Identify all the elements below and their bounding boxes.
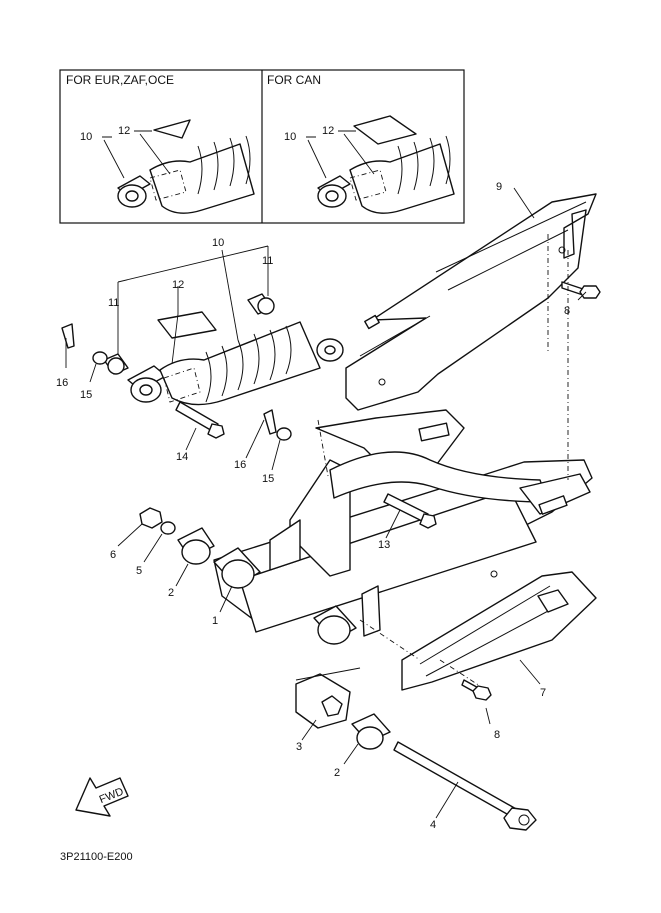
rear-shock <box>127 311 344 406</box>
inset-panels: FOR EUR,ZAF,OCE FOR CAN 10 12 10 12 <box>59 69 465 224</box>
callout-11-right: 11 <box>262 255 273 267</box>
callout-4: 4 <box>430 819 436 831</box>
inset-can-label-10: 10 <box>284 131 296 143</box>
bolt-upper <box>561 281 601 299</box>
collar-left <box>103 353 129 375</box>
swingarm <box>213 409 593 637</box>
inset-eur-shock: 10 12 <box>80 119 255 214</box>
callout-3: 3 <box>296 741 302 753</box>
callout-6: 6 <box>110 549 116 561</box>
pivot-shaft <box>393 741 537 831</box>
cotter-pin-left <box>61 323 75 349</box>
inset-can-label-12: 12 <box>322 125 334 137</box>
collar-right <box>247 293 275 315</box>
link-bolt-head <box>419 513 437 529</box>
callout-2-lower: 2 <box>334 767 340 779</box>
callout-9: 9 <box>496 181 502 193</box>
callout-2-upper: 2 <box>168 587 174 599</box>
callout-15-right: 15 <box>262 473 274 485</box>
inset-eur-label-10: 10 <box>80 131 92 143</box>
callout-numbers: 1 2 2 3 4 5 6 7 8 8 9 10 11 11 12 13 14 … <box>56 181 570 831</box>
pivot-collar-left <box>213 547 261 589</box>
callout-16-left: 16 <box>56 377 68 389</box>
bushing-upper <box>177 527 215 565</box>
callout-1: 1 <box>212 615 218 627</box>
leader-lines <box>65 187 587 819</box>
callout-10: 10 <box>212 237 224 249</box>
washer-left <box>92 351 108 365</box>
shock-bolt-head <box>207 423 225 439</box>
callout-7: 7 <box>540 687 546 699</box>
callout-8-lower: 8 <box>494 729 500 741</box>
callout-13: 13 <box>378 539 390 551</box>
nut <box>139 507 163 529</box>
inset-can-shock: 10 12 <box>284 115 455 214</box>
inset-title-eur: FOR EUR,ZAF,OCE <box>66 73 174 87</box>
inset-eur-label-12: 12 <box>118 125 130 137</box>
alignment-lines <box>317 234 569 687</box>
inset-title-can: FOR CAN <box>267 73 321 87</box>
chain-guard <box>345 193 597 411</box>
callout-5: 5 <box>136 565 142 577</box>
callout-12: 12 <box>172 279 184 291</box>
pivot-collar-right <box>313 605 357 645</box>
cotter-pin-right <box>263 409 277 435</box>
callout-16-right: 16 <box>234 459 246 471</box>
callout-11-left: 11 <box>108 297 119 309</box>
forward-direction-indicator: FWD <box>75 777 129 817</box>
drawing-code: 3P21100-E200 <box>60 851 133 863</box>
rubber-buffer <box>295 673 351 729</box>
bushing-lower <box>351 713 391 750</box>
washer <box>160 521 176 535</box>
washer-right <box>276 427 292 441</box>
callout-8-upper: 8 <box>564 305 570 317</box>
callout-15-left: 15 <box>80 389 92 401</box>
chain-slider <box>401 571 597 691</box>
callout-14: 14 <box>176 451 188 463</box>
bolt-lower <box>461 679 492 701</box>
